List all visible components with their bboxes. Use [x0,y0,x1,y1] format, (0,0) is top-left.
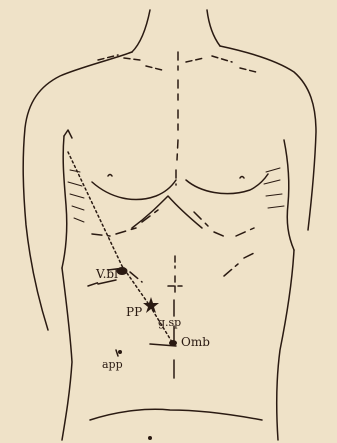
label-omb: Omb [181,335,210,349]
app-point [118,350,122,354]
label-pp: PP [126,305,142,319]
label-v-bl: V.bl [95,267,118,281]
label-app: app [102,358,123,371]
navel-dot [148,436,152,440]
omb-point [169,340,177,346]
v-bl-point [117,267,128,275]
label-g-sp: g.sp [158,316,181,329]
